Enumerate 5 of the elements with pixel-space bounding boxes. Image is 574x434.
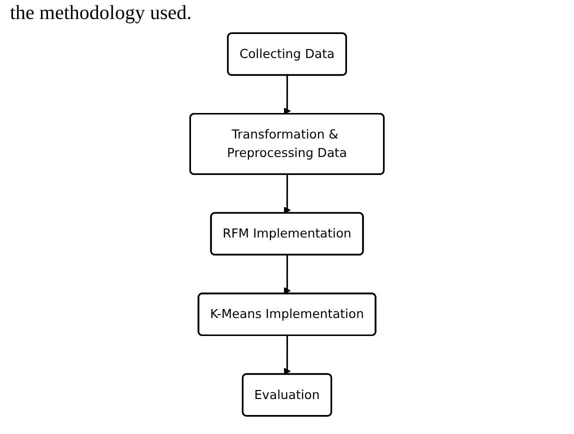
- note-text: the methodology used.: [10, 2, 193, 25]
- arrow: [284, 254, 291, 294]
- arrow: [284, 74, 291, 114]
- arrow: [284, 334, 291, 375]
- arrow: [284, 174, 291, 214]
